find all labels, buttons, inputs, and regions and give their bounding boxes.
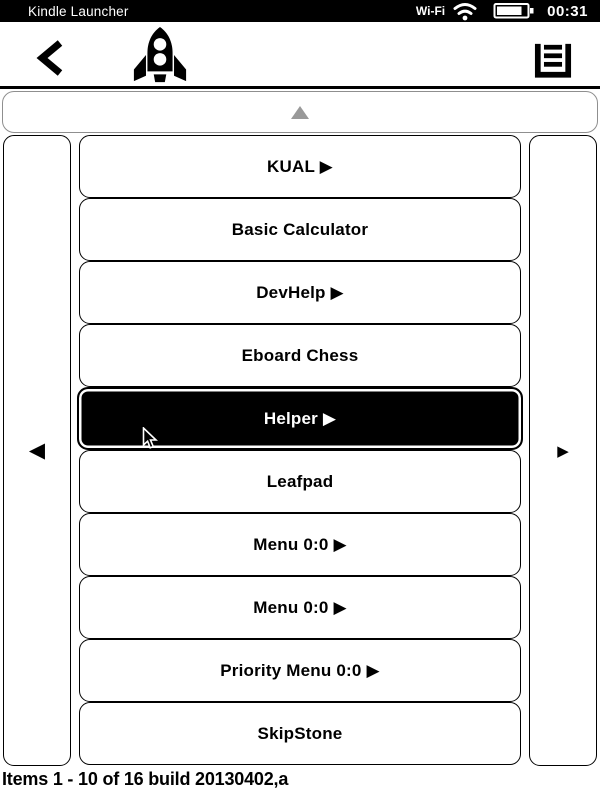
scroll-up-button[interactable] [2,91,598,133]
list-item[interactable]: KUAL ▶ [79,135,521,198]
list-item[interactable]: SkipStone [79,702,521,765]
list-item[interactable]: Leafpad [79,450,521,513]
wifi-icon [453,2,477,20]
back-button[interactable] [36,40,64,76]
launcher-list: KUAL ▶ Basic Calculator DevHelp ▶ Eboard… [77,135,523,765]
up-triangle-icon [291,105,309,119]
app-title: Kindle Launcher [28,3,129,19]
items-status-text: Items 1 - 10 of 16 build 20130402,a [2,769,289,789]
list-item[interactable]: Menu 0:0 ▶ [79,576,521,639]
list-item[interactable]: Priority Menu 0:0 ▶ [79,639,521,702]
list-item[interactable]: Basic Calculator [79,198,521,261]
battery-icon [493,3,534,19]
status-bar-right: Wi-Fi 00:31 [416,2,600,21]
wifi-label: Wi-Fi [415,4,446,18]
list-item[interactable]: Menu 0:0 ▶ [79,513,521,576]
menu-button[interactable] [532,42,574,80]
left-arrow-icon: ◀ [28,439,46,462]
status-bar: Kindle Launcher Wi-Fi 00:31 [0,0,600,22]
list-item[interactable]: DevHelp ▶ [79,261,521,324]
header-bar [0,22,600,89]
list-item[interactable]: Eboard Chess [79,324,521,387]
page-right-button[interactable]: ▶ [529,135,597,766]
right-arrow-icon: ▶ [557,442,569,460]
list-item[interactable]: Helper ▶ [77,387,523,450]
clock: 00:31 [547,2,588,20]
page-left-button[interactable]: ◀ [3,135,71,766]
rocket-icon [133,26,187,83]
